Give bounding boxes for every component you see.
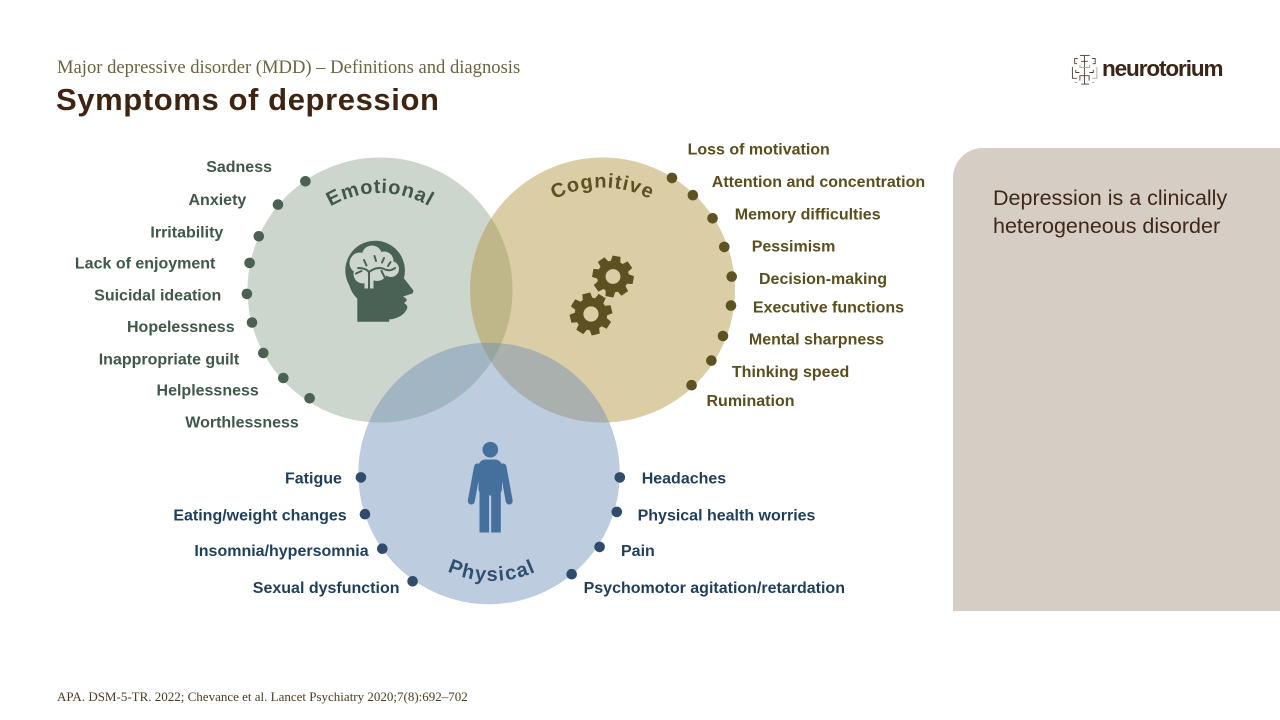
svg-text:Anxiety: Anxiety [189,192,247,209]
svg-text:Hopelessness: Hopelessness [127,319,235,336]
svg-text:Suicidal ideation: Suicidal ideation [94,287,221,304]
svg-text:Headaches: Headaches [642,471,727,488]
svg-text:Helplessness: Helplessness [157,382,259,399]
svg-text:Mental sharpness: Mental sharpness [749,332,884,349]
svg-text:Physical health worries: Physical health worries [638,507,816,524]
svg-text:Sexual dysfunction: Sexual dysfunction [253,580,400,597]
svg-text:Fatigue: Fatigue [285,471,342,488]
svg-text:Irritability: Irritability [150,224,223,241]
svg-text:Psychomotor agitation/retardat: Psychomotor agitation/retardation [584,580,845,597]
svg-text:Executive functions: Executive functions [753,300,904,317]
svg-text:Eating/weight changes: Eating/weight changes [173,507,346,524]
svg-text:Lack of enjoyment: Lack of enjoyment [75,255,216,272]
svg-text:Insomnia/hypersomnia: Insomnia/hypersomnia [194,543,368,560]
svg-text:Sadness: Sadness [206,159,272,176]
svg-text:Memory difficulties: Memory difficulties [735,206,881,223]
svg-text:Rumination: Rumination [707,393,795,410]
svg-text:Worthlessness: Worthlessness [185,415,299,432]
svg-text:Pain: Pain [621,543,655,560]
svg-text:Pessimism: Pessimism [752,239,836,256]
svg-text:Loss of motivation: Loss of motivation [688,142,830,159]
svg-text:Decision-making: Decision-making [759,271,887,288]
svg-text:Inappropriate guilt: Inappropriate guilt [99,351,240,368]
svg-text:Attention and concentration: Attention and concentration [712,174,925,191]
svg-text:Thinking speed: Thinking speed [732,364,849,381]
